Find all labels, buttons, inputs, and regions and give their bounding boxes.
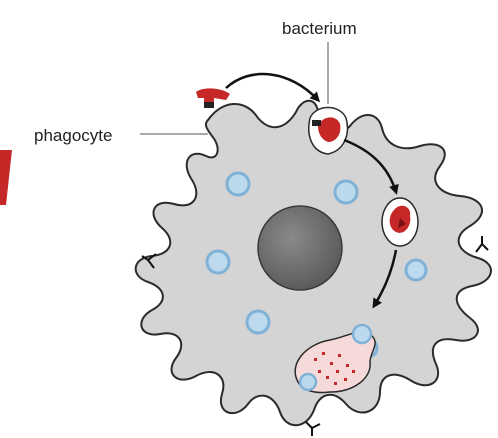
phagosome — [382, 198, 418, 246]
granule — [207, 251, 229, 273]
granule — [406, 260, 426, 280]
engulfing-bacterium — [309, 108, 348, 155]
bacterium-label: bacterium — [282, 19, 357, 38]
arrow-approach — [226, 74, 318, 100]
granule — [335, 181, 357, 203]
granule — [247, 311, 269, 333]
granule — [227, 173, 249, 195]
phagocyte-label: phagocyte — [34, 126, 112, 145]
left-edge-mark — [0, 150, 12, 205]
nucleus — [258, 206, 342, 290]
